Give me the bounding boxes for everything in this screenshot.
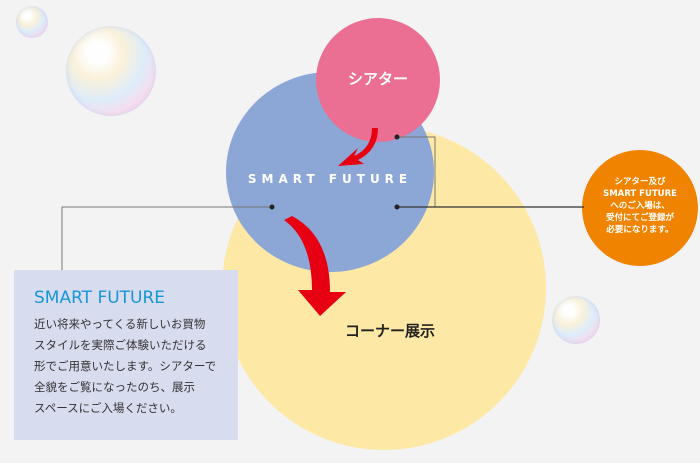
connector-dot (394, 134, 400, 140)
theater-label: シアター (347, 70, 408, 88)
registration-note: シアター及び SMART FUTURE へのご入場は、 受付にてご登録が 必要に… (603, 177, 677, 235)
bubble-decoration (552, 296, 600, 344)
note-circle (582, 150, 698, 266)
connector-dot (394, 204, 400, 210)
arrow-theater-to-smart (338, 128, 378, 166)
arrow-smart-to-exhibit (284, 216, 346, 316)
smart-future-label: SMART FUTURE (247, 172, 413, 186)
exhibit-corner-label: コーナー展示 (344, 322, 435, 340)
theater-circle (316, 18, 440, 142)
connector-line-left (61, 206, 272, 270)
connector-dot (269, 204, 275, 210)
info-box: SMART FUTURE 近い将来やってくる新しいお買物 スタイルを実際ご体験い… (14, 270, 238, 440)
connector-line-theater (397, 136, 436, 207)
bubble-decoration (66, 26, 156, 116)
info-title: SMART FUTURE (34, 288, 166, 308)
bubble-decoration (16, 6, 48, 38)
info-body: 近い将来やってくる新しいお買物 スタイルを実際ご体験いただける 形でご用意いたし… (34, 317, 217, 415)
